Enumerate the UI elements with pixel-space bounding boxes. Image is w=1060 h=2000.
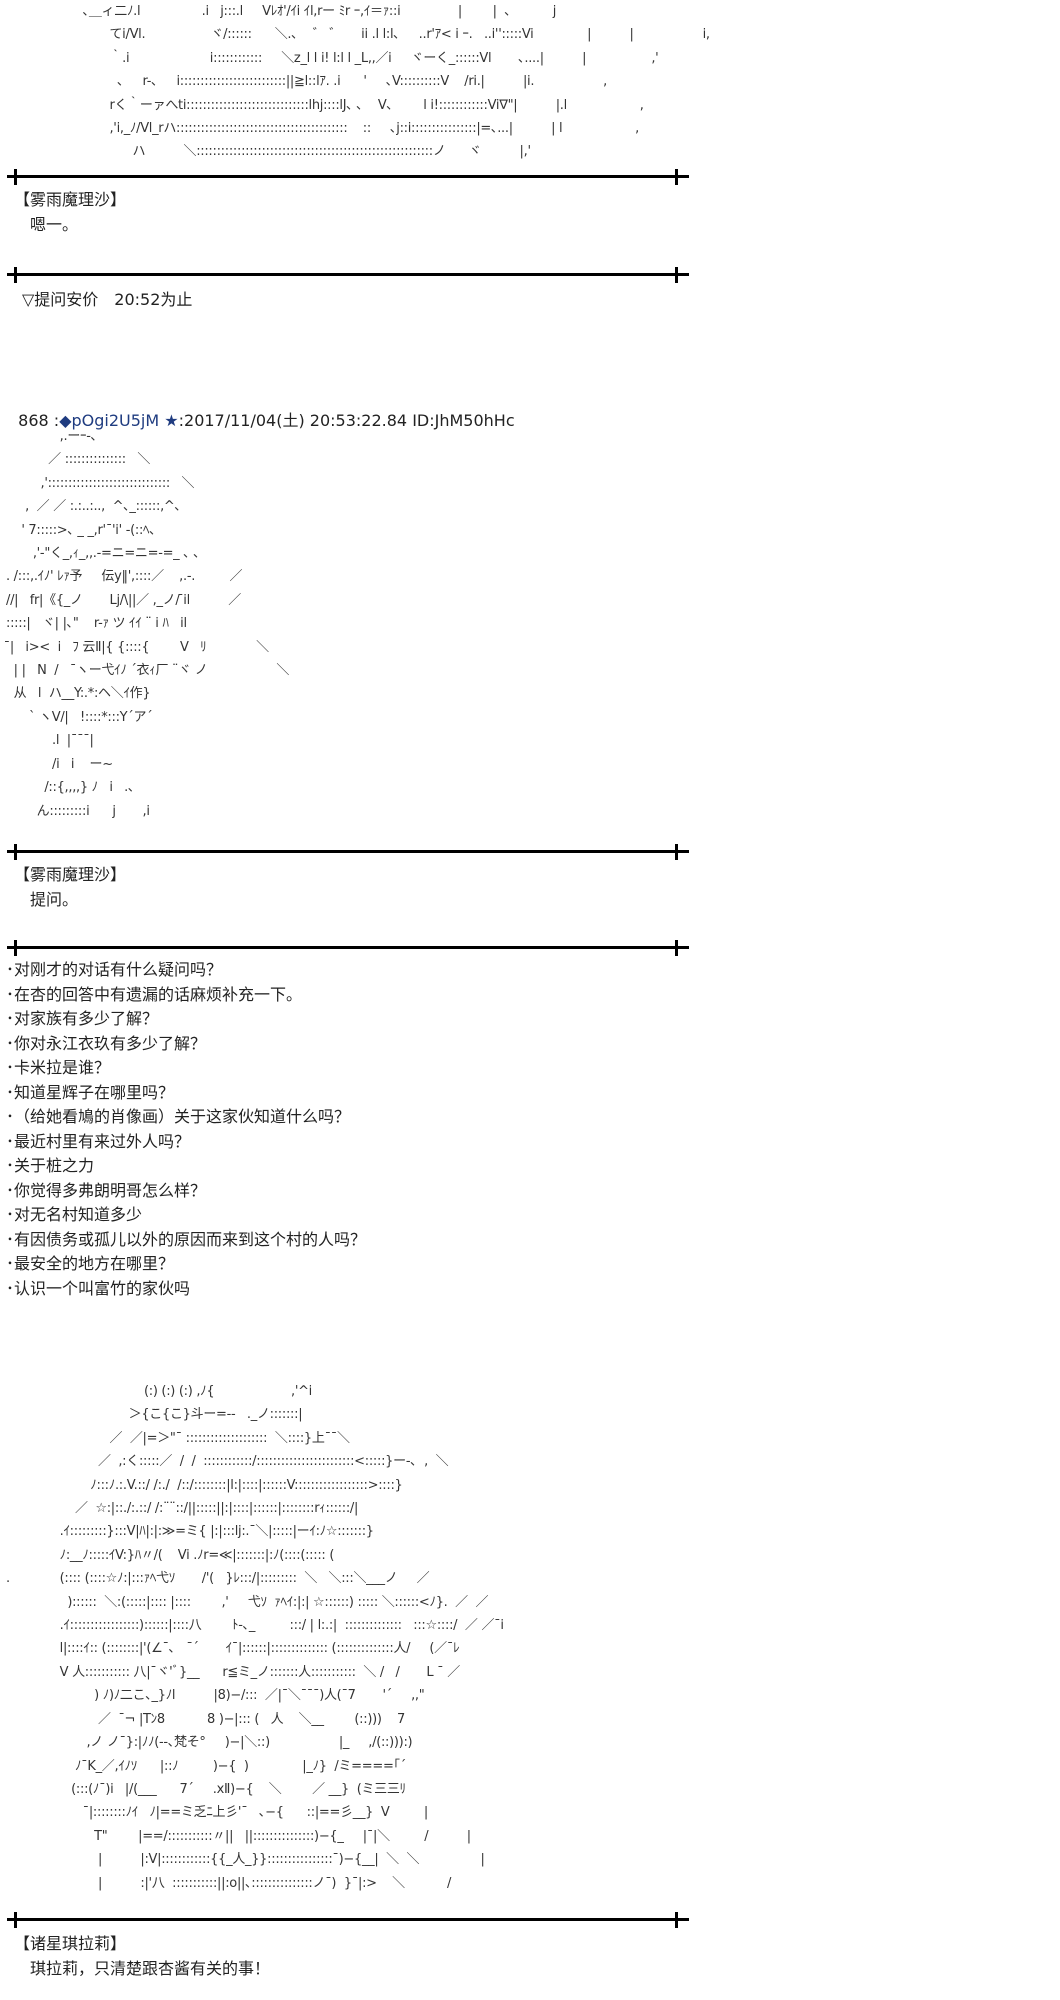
dialogue-line: 嗯一。 xyxy=(14,215,79,234)
question-item: ･有因债务或孤儿以外的原因而来到这个村的人吗？ xyxy=(6,1229,367,1249)
star-icon: ★ xyxy=(164,411,179,430)
divider xyxy=(7,267,689,283)
poster-trip: ◆pOgi2U5jM xyxy=(59,411,160,430)
ascii-art-top: ､＿ィ二ﾉ.l .i j:::.l Vﾚｵ'/ｲi ｲl,rー ﾐr ｰ,ｲ＝ｧ… xyxy=(6,4,710,160)
divider xyxy=(7,169,689,185)
ascii-art-kirari: (:) (:) (:) ,ﾉ{ ,'^i ＞{こ{こ}斗ー=-- ._ノ::::… xyxy=(6,1384,504,1891)
divider-tick-left xyxy=(14,844,17,860)
post-date-id: :2017/11/04(土) 20:53:22.84 ID:JhM50hHc xyxy=(178,411,515,430)
question-item: ･你觉得多弗朗明哥怎么样？ xyxy=(6,1180,207,1200)
question-item: ･知道星辉子在哪里吗？ xyxy=(6,1082,175,1102)
question-item: ･你对永江衣玖有多少了解？ xyxy=(6,1033,207,1053)
question-item: ･（给她看鳩的肖像画）关于这家伙知道什么吗？ xyxy=(6,1107,351,1126)
question-item: ･认识一个叫富竹的家伙吗 xyxy=(6,1278,191,1298)
divider xyxy=(7,940,689,956)
divider-tick-right xyxy=(675,169,678,185)
divider xyxy=(7,844,689,860)
question-item: ･关于桩之力 xyxy=(6,1156,95,1175)
speaker-label: 【雾雨魔理沙】 xyxy=(14,865,127,884)
divider-tick-right xyxy=(675,844,678,860)
divider xyxy=(7,1912,689,1928)
divider-tick-left xyxy=(14,267,17,283)
divider-tick-left xyxy=(14,940,17,956)
divider-tick-right xyxy=(675,940,678,956)
ascii-art-marisa: ,.ーｰ-､ ／ ::::::::::::::: ＼ ,':::::::::::… xyxy=(6,429,290,819)
question-item: ･最近村里有来过外人吗？ xyxy=(6,1131,191,1151)
question-item: ･对家族有多少了解？ xyxy=(6,1009,159,1028)
question-item: ･卡米拉是谁？ xyxy=(6,1058,111,1077)
question-item: ･最安全的地方在哪里？ xyxy=(6,1254,175,1273)
speaker-label: 【雾雨魔理沙】 xyxy=(14,190,127,209)
post-header: 868 :◆pOgi2U5jM ★:2017/11/04(土) 20:53:22… xyxy=(8,385,515,433)
dialogue-line: 提问。 xyxy=(14,890,79,909)
divider-tick-left xyxy=(14,169,17,185)
question-item: ･对刚才的对话有什么疑问吗？ xyxy=(6,960,223,979)
speaker-label: 【诸星琪拉莉】 xyxy=(14,1934,127,1953)
post-number[interactable]: 868 xyxy=(18,411,49,430)
divider-tick-left xyxy=(14,1912,17,1928)
divider-tick-right xyxy=(675,1912,678,1928)
anchor-notice: ▽提问安价 20:52为止 xyxy=(22,290,193,309)
divider-tick-right xyxy=(675,267,678,283)
question-list: ･对刚才的对话有什么疑问吗？ ･在杏的回答中有遗漏的话麻烦补充一下。 ･对家族有… xyxy=(6,958,366,1301)
question-item: ･在杏的回答中有遗漏的话麻烦补充一下。 xyxy=(6,984,303,1004)
dialogue-line: 琪拉莉，只清楚跟杏酱有关的事！ xyxy=(14,1959,271,1978)
post-separator: : xyxy=(48,411,60,430)
question-item: ･对无名村知道多少 xyxy=(6,1205,143,1224)
